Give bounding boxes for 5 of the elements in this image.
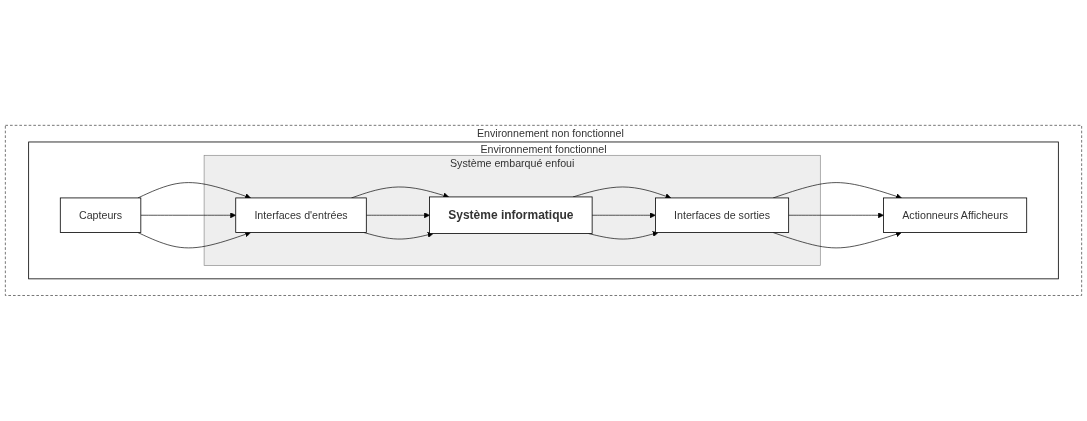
node-box: Système informatique bbox=[429, 196, 593, 235]
node-box: Interfaces d'entrées bbox=[235, 197, 367, 234]
node-box: Capteurs bbox=[59, 197, 142, 234]
node-box: Interfaces de sorties bbox=[655, 197, 790, 234]
node-box: Actionneurs Afficheurs bbox=[883, 197, 1028, 234]
